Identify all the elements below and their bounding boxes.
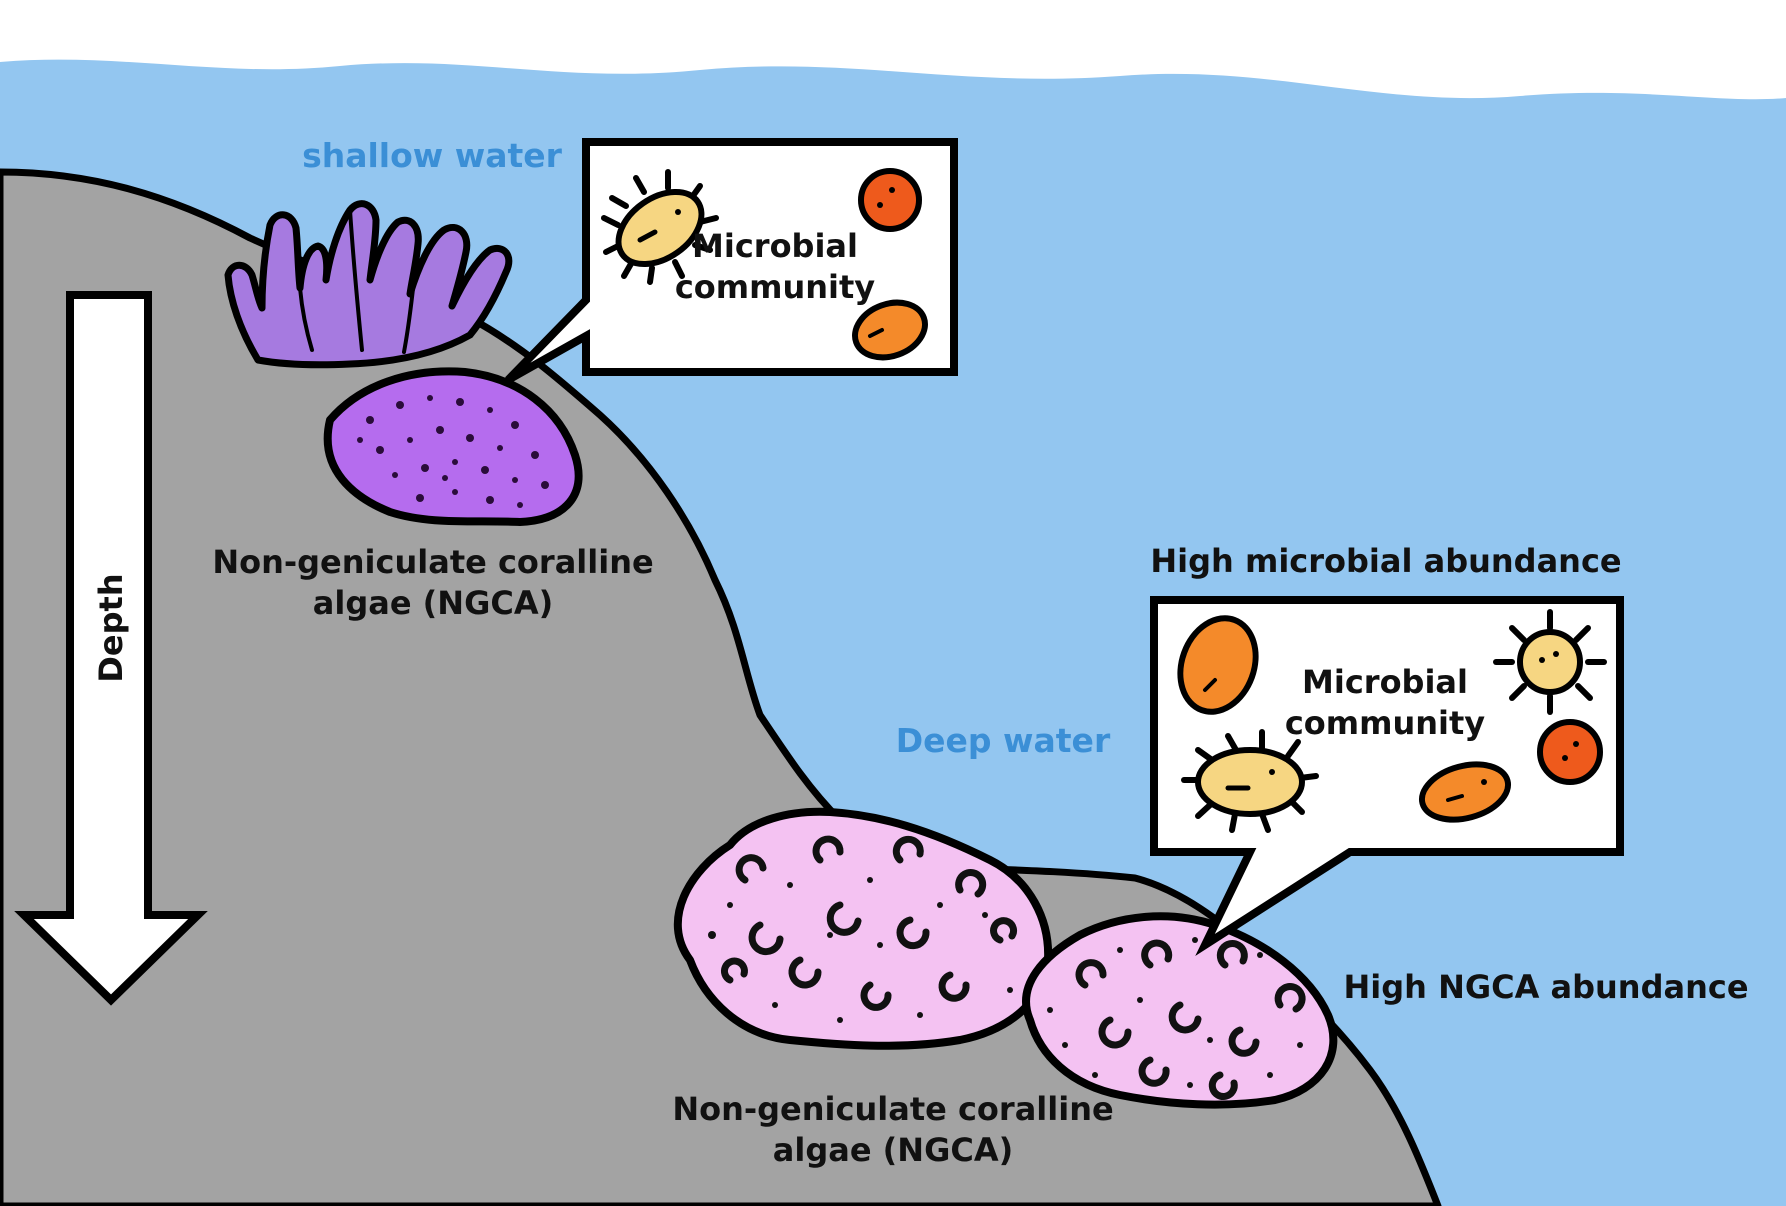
coral-icon <box>224 200 513 369</box>
callout-shallow-title-line1: Microbial <box>692 227 858 265</box>
microbe-round-icon <box>858 168 922 232</box>
depth-arrow-icon <box>14 291 208 1006</box>
callout-deep-title-line2: community <box>1285 704 1485 742</box>
callout-shallow-title-line2: community <box>675 268 875 306</box>
high-ngca-abundance-label: High NGCA abundance <box>1343 968 1748 1006</box>
microbial-community-callout-deep: Microbial community <box>1150 596 1624 957</box>
callout-deep-title-line1: Microbial <box>1302 663 1468 701</box>
ngca-algae-icon <box>1022 912 1338 1109</box>
microbe-spiky-icon <box>601 169 719 285</box>
microbial-community-callout-shallow: Microbial community <box>505 138 958 384</box>
depth-label: Depth <box>92 573 130 682</box>
ngca-algae-icon <box>673 807 1053 1050</box>
ngca-bottom-label-line1: Non-geniculate coralline <box>672 1090 1113 1128</box>
microbe-round-icon <box>1537 719 1603 785</box>
ngca-bottom-label-line2: algae (NGCA) <box>773 1131 1013 1169</box>
shallow-water-label: shallow water <box>302 136 563 175</box>
high-microbial-abundance-label: High microbial abundance <box>1150 542 1621 580</box>
ngca-top-label-line1: Non-geniculate coralline <box>212 543 653 581</box>
microbe-spiky-icon <box>1493 609 1607 715</box>
ngca-top-label-line2: algae (NGCA) <box>313 584 553 622</box>
deep-water-label: Deep water <box>896 721 1111 760</box>
microbe-oval-icon <box>1418 761 1512 823</box>
microbe-oval-icon <box>1177 615 1259 715</box>
microbe-spiky-icon <box>1181 729 1319 833</box>
microbe-oval-icon <box>852 299 928 361</box>
ngca-algae-icon <box>323 367 583 526</box>
